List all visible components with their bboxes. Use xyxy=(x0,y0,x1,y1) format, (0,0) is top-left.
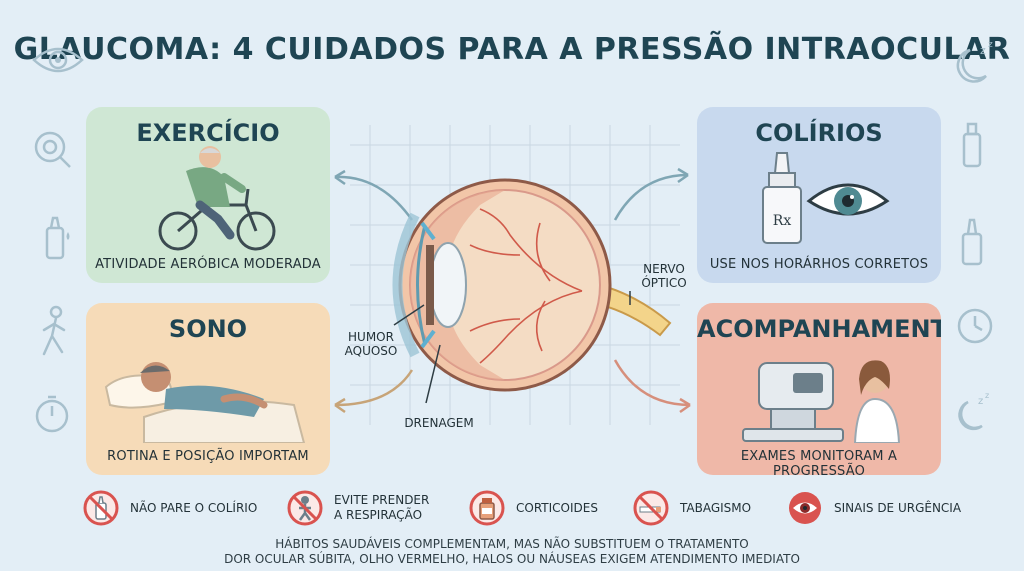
eye-anatomy-icon xyxy=(34,131,71,168)
moon-sleep-icon-2: z z xyxy=(958,391,989,431)
drainage-label: DRENAGEM xyxy=(404,416,474,430)
moon-sleep-icon: z z xyxy=(956,40,993,83)
tip-label: SINAIS DE URGÊNCIA xyxy=(834,500,962,515)
cycling-senior-icon xyxy=(158,146,276,251)
no-drops-icon xyxy=(83,490,119,526)
arrow-to-drops xyxy=(613,173,689,221)
arrow-to-sleep xyxy=(334,369,414,407)
drops-card: COLÍRIOS Rx USE NOS HORÁRHOS CORRETOS xyxy=(697,107,941,283)
open-eye-icon xyxy=(806,183,890,216)
tips-row: NÃO PARE O COLÍRIO EVITE PRENDER A RESPI… xyxy=(0,488,1024,528)
drop-bottle-icon xyxy=(45,216,70,260)
dropper-bottle-icon xyxy=(961,218,983,266)
sleeping-person-icon xyxy=(104,362,306,443)
tip-label: NÃO PARE O COLÍRIO xyxy=(130,500,258,515)
no-strain-icon xyxy=(287,490,323,526)
bottle-icon xyxy=(962,122,982,168)
arrow-to-followup xyxy=(613,359,691,407)
tip-label: EVITE PRENDER A RESPIRAÇÃO xyxy=(334,493,430,522)
clock-icon xyxy=(957,308,993,344)
tip-item: SINAIS DE URGÊNCIA xyxy=(786,488,961,528)
tip-item: NÃO PARE O COLÍRIO xyxy=(82,488,257,528)
walking-person-icon xyxy=(42,305,66,356)
tip-label: TABAGISMO xyxy=(680,500,752,515)
arrow-to-exercise xyxy=(334,175,414,221)
tip-item: CORTICOIDES xyxy=(468,488,598,528)
eye-outline-icon xyxy=(32,47,84,73)
page-title: GLAUCOMA: 4 CUIDADOS PARA A PRESSÃO INTR… xyxy=(13,32,1011,67)
followup-title: ACOMPANHAMENTO xyxy=(697,315,941,343)
stopwatch-icon xyxy=(35,395,69,433)
tip-label: CORTICOIDES xyxy=(516,500,598,515)
eye-exam-machine-icon xyxy=(742,360,901,443)
followup-card: ACOMPANHAMENTO EXAMES MONITORAM A PROGRE… xyxy=(697,303,941,475)
no-smoking-icon xyxy=(633,490,669,526)
exercise-title: EXERCÍCIO xyxy=(136,119,280,147)
rx-label: Rx xyxy=(773,213,792,229)
exercise-caption: ATIVIDADE AERÓBICA MODERADA xyxy=(95,257,321,272)
eye-drop-bottle-icon: Rx xyxy=(762,152,802,244)
eye-cross-section-illustration xyxy=(334,125,691,425)
sleep-card: SONO ROTINA E POSIÇÃO IMPORTAM xyxy=(86,303,330,475)
footer-line-1: HÁBITOS SAUDÁVEIS COMPLEMENTAM, MAS NÃO … xyxy=(275,537,749,551)
optic-nerve-label: NERVO ÓPTICO xyxy=(641,262,687,290)
drops-caption: USE NOS HORÁRHOS CORRETOS xyxy=(709,257,929,272)
drops-title: COLÍRIOS xyxy=(755,119,883,147)
svg-text:z: z xyxy=(985,391,989,400)
sleep-caption: ROTINA E POSIÇÃO IMPORTAM xyxy=(107,449,309,464)
svg-text:z: z xyxy=(980,44,986,57)
sleep-title: SONO xyxy=(168,315,248,343)
steroid-bottle-icon xyxy=(469,490,505,526)
tip-item: TABAGISMO xyxy=(632,488,751,528)
exercise-card: EXERCÍCIO ATIVIDADE AERÓBICA MODERADA xyxy=(86,107,330,283)
svg-text:z: z xyxy=(978,396,983,407)
tip-item: EVITE PRENDER A RESPIRAÇÃO xyxy=(286,488,429,528)
svg-text:z: z xyxy=(988,40,993,50)
footer-line-2: DOR OCULAR SÚBITA, OLHO VERMELHO, HALOS … xyxy=(224,552,800,566)
red-eye-icon xyxy=(789,492,821,524)
followup-caption: EXAMES MONITORAM A PROGRESSÃO xyxy=(740,449,898,475)
aqueous-humor-label: HUMOR AQUOSO xyxy=(344,330,398,358)
